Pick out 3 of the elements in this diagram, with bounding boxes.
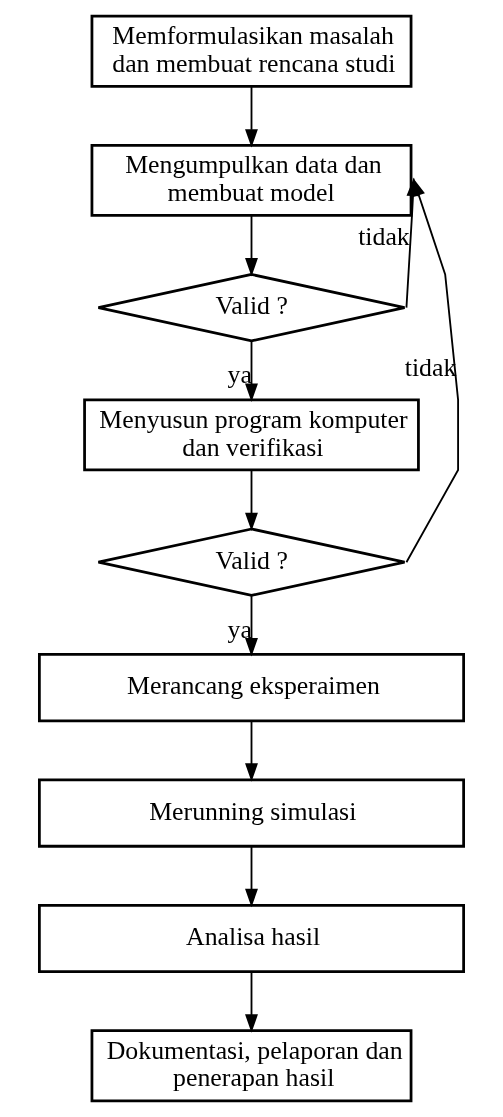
edge-label: ya xyxy=(227,615,252,644)
edge-label: tidak xyxy=(358,221,410,251)
edge-label: ya xyxy=(227,360,252,390)
